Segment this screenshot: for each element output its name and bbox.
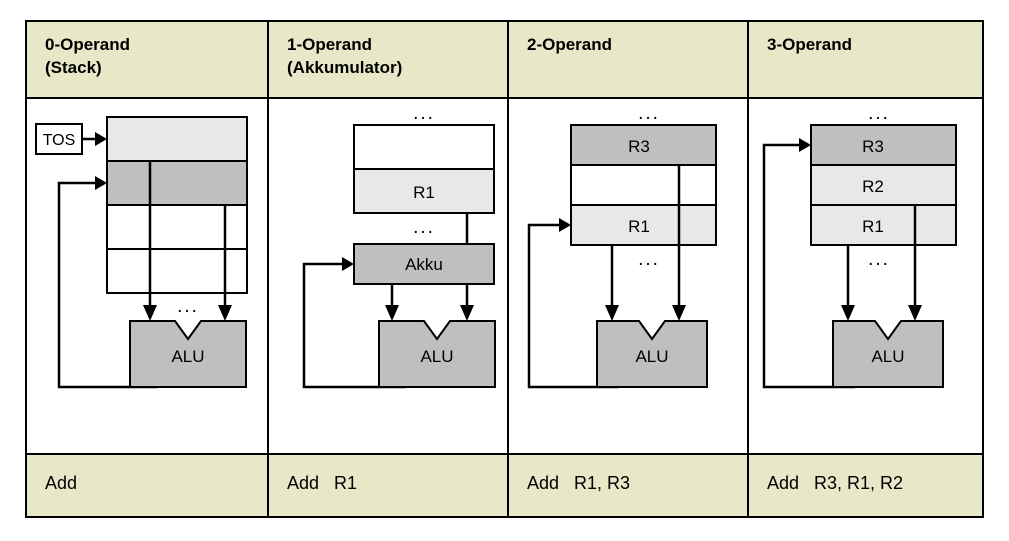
instruction-label-three-operand: Add R3, R1, R2 xyxy=(767,473,904,493)
operand-arrow-left xyxy=(841,305,855,321)
alu-label: ALU xyxy=(171,347,204,366)
instruction-cell-two-operand: Add R1, R3 xyxy=(507,455,747,516)
alu-label: ALU xyxy=(871,347,904,366)
register-cell-r1 xyxy=(810,204,957,246)
stack-machine-diagram: TOS ... xyxy=(27,99,267,453)
alu-shape xyxy=(832,320,944,388)
register-label-r1: R1 xyxy=(628,217,650,236)
operand-arrow-right xyxy=(672,305,686,321)
register-label-r3: R3 xyxy=(862,137,884,156)
instruction-label-two-operand: Add R1, R3 xyxy=(527,473,631,493)
register-ellipsis-top: ... xyxy=(413,103,435,124)
header-label-zero-operand: 0-Operand (Stack) xyxy=(45,35,131,77)
header-cell-two-operand: 2-Operand xyxy=(507,22,747,97)
register-ellipsis-top: ... xyxy=(638,103,660,124)
stack-cell-2 xyxy=(106,204,248,250)
tos-box xyxy=(35,123,83,155)
operand-arrow-left xyxy=(605,305,619,321)
alu-shape xyxy=(596,320,708,388)
alu-feedback-arrow-head xyxy=(342,257,354,271)
header-label-one-operand: 1-Operand (Akkumulator) xyxy=(287,35,403,77)
stack-cell-3 xyxy=(106,248,248,294)
accumulator-box xyxy=(353,243,495,285)
alu-feedback-arrow-head xyxy=(559,218,571,232)
instruction-label-zero-operand: Add xyxy=(45,473,78,493)
accumulator-label: Akku xyxy=(405,255,443,274)
register-label-r1: R1 xyxy=(413,183,435,202)
operand-arrow-right xyxy=(908,305,922,321)
header-label-three-operand: 3-Operand xyxy=(767,35,853,54)
register-label-r1: R1 xyxy=(862,217,884,236)
diagram-cell-zero-operand: TOS ... xyxy=(27,99,267,453)
register-ellipsis-bottom: ... xyxy=(868,249,890,270)
register-label-r3: R3 xyxy=(628,137,650,156)
alu-feedback-path xyxy=(57,181,157,389)
operand-arrow-right xyxy=(218,305,232,321)
register-ellipsis-bottom: ... xyxy=(638,249,660,270)
alu-feedback-arrow-head xyxy=(799,138,811,152)
header-label-two-operand: 2-Operand xyxy=(527,35,613,54)
three-operand-machine-diagram: ... R3 R2 R1 ... xyxy=(749,99,982,453)
operand-arrow-left xyxy=(143,305,157,321)
diagram-cell-three-operand: ... R3 R2 R1 ... xyxy=(747,99,982,453)
operand-arrow-right xyxy=(460,305,474,321)
instruction-label-one-operand: Add R1 xyxy=(287,473,358,493)
register-cell-r2 xyxy=(810,164,957,206)
table-body-row: TOS ... xyxy=(27,99,982,455)
diagram-cell-two-operand: ... R3 R1 ... xyxy=(507,99,747,453)
operand-arrow-left xyxy=(385,305,399,321)
register-label-r2: R2 xyxy=(862,177,884,196)
alu-feedback-path xyxy=(762,143,855,389)
instruction-cell-three-operand: Add R3, R1, R2 xyxy=(747,455,982,516)
alu-label: ALU xyxy=(420,347,453,366)
register-ellipsis-top: ... xyxy=(868,103,890,124)
accumulator-machine-diagram: ... R1 ... Akku xyxy=(269,99,507,453)
table-header-row: 0-Operand (Stack) 1-Operand (Akkumulator… xyxy=(27,22,982,99)
register-cell-empty xyxy=(570,164,717,206)
instruction-cell-one-operand: Add R1 xyxy=(267,455,507,516)
register-ellipsis-bottom: ... xyxy=(413,217,435,238)
register-cell-r1 xyxy=(570,204,717,246)
stack-cell-0 xyxy=(106,116,248,162)
register-cell-0 xyxy=(353,124,495,170)
alu-shape xyxy=(129,320,247,388)
operand-formats-table: 0-Operand (Stack) 1-Operand (Akkumulator… xyxy=(25,20,984,518)
diagram-cell-one-operand: ... R1 ... Akku xyxy=(267,99,507,453)
alu-shape xyxy=(378,320,496,388)
instruction-cell-zero-operand: Add xyxy=(27,455,267,516)
alu-feedback-path xyxy=(527,223,619,389)
stack-cell-1 xyxy=(106,160,248,206)
stack-ellipsis: ... xyxy=(177,296,199,317)
register-cell-r1 xyxy=(353,168,495,214)
header-cell-zero-operand: 0-Operand (Stack) xyxy=(27,22,267,97)
alu-feedback-path xyxy=(302,262,406,389)
two-operand-machine-diagram: ... R3 R1 ... xyxy=(509,99,747,453)
header-cell-three-operand: 3-Operand xyxy=(747,22,982,97)
alu-label: ALU xyxy=(635,347,668,366)
table-footer-row: Add Add R1 Add R1, R3 Add R3, R1, R2 xyxy=(27,455,982,516)
register-cell-r3 xyxy=(570,124,717,166)
tos-arrow-head xyxy=(95,132,107,146)
tos-label: TOS xyxy=(43,132,76,149)
alu-feedback-arrow-head xyxy=(95,176,107,190)
header-cell-one-operand: 1-Operand (Akkumulator) xyxy=(267,22,507,97)
